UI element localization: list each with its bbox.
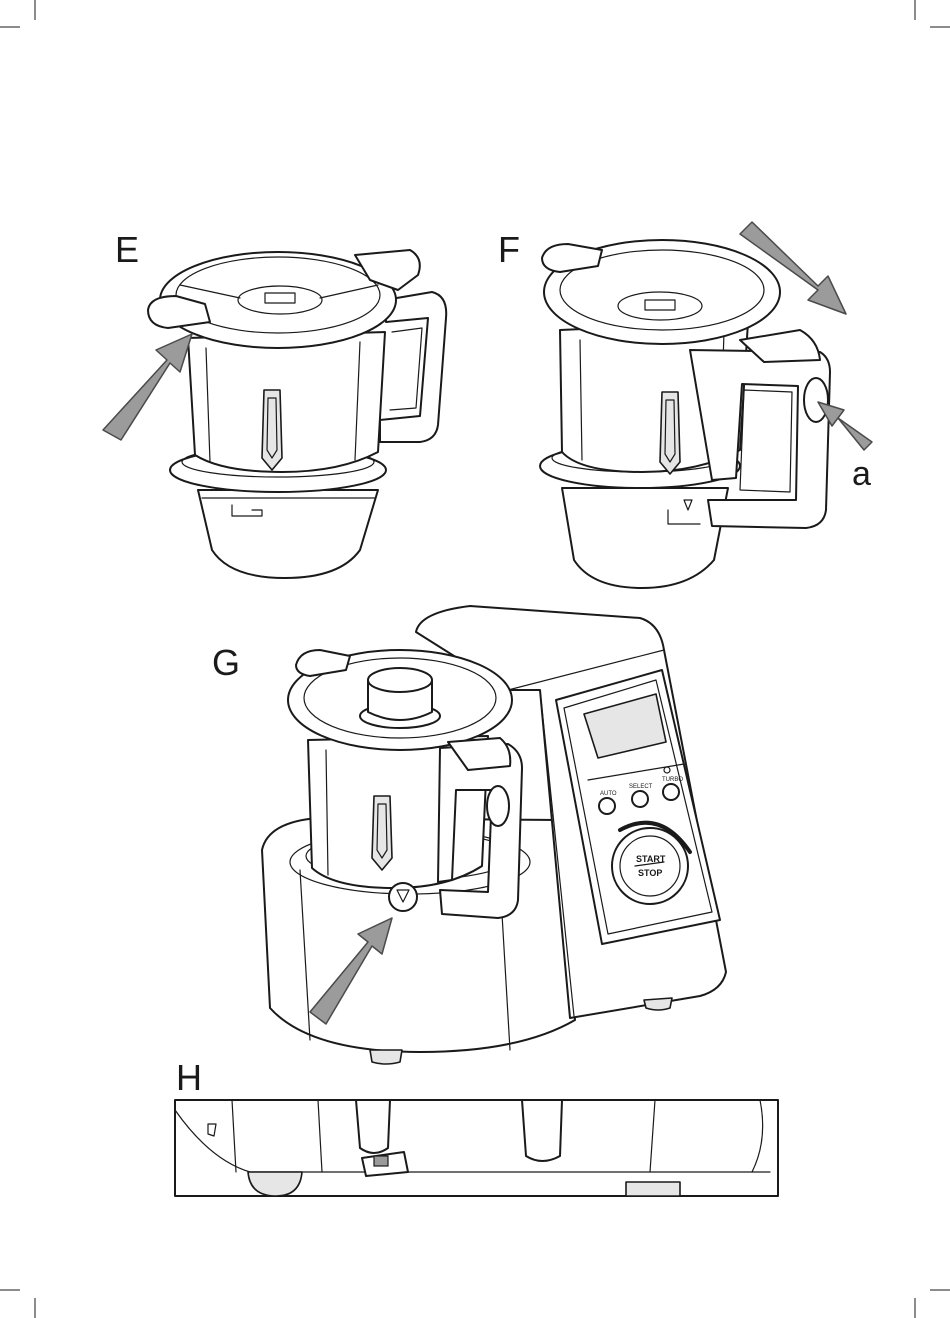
foot — [626, 1182, 680, 1196]
base-cup — [562, 488, 728, 588]
auto-button[interactable] — [599, 798, 615, 814]
figure-h: H — [175, 1057, 778, 1196]
foot — [370, 1050, 402, 1064]
turbo-button[interactable] — [663, 784, 679, 800]
release-button-a — [804, 378, 828, 422]
handle-right — [522, 1100, 562, 1161]
select-button-label: SELECT — [629, 784, 653, 790]
callout-a-label: a — [852, 455, 871, 493]
figure-e: E — [103, 229, 446, 578]
insert-arrow — [103, 334, 192, 440]
figure-g: G AUTO SELECT TURBO START ST — [212, 606, 726, 1064]
bowl-window — [372, 796, 392, 870]
figure-f-label: F — [498, 229, 520, 270]
figure-g-label: G — [212, 642, 240, 683]
release-button — [487, 786, 509, 826]
lock-handle — [690, 350, 830, 528]
figure-e-label: E — [115, 229, 139, 270]
auto-button-label: AUTO — [600, 791, 617, 797]
foot — [644, 998, 672, 1010]
figure-f: F a — [498, 222, 872, 588]
switch-rocker-icon — [374, 1156, 388, 1166]
start-stop-dial[interactable] — [612, 828, 688, 904]
lid-rim — [160, 252, 396, 348]
lid-tab — [542, 244, 602, 272]
figure-h-label: H — [176, 1057, 202, 1098]
turbo-button-label: TURBO — [662, 777, 683, 783]
handle-left — [356, 1100, 390, 1153]
foot — [248, 1172, 302, 1196]
select-button[interactable] — [632, 791, 648, 807]
dial-stop-label: STOP — [638, 868, 662, 878]
position-marker — [389, 883, 417, 911]
base-cup — [198, 490, 378, 578]
